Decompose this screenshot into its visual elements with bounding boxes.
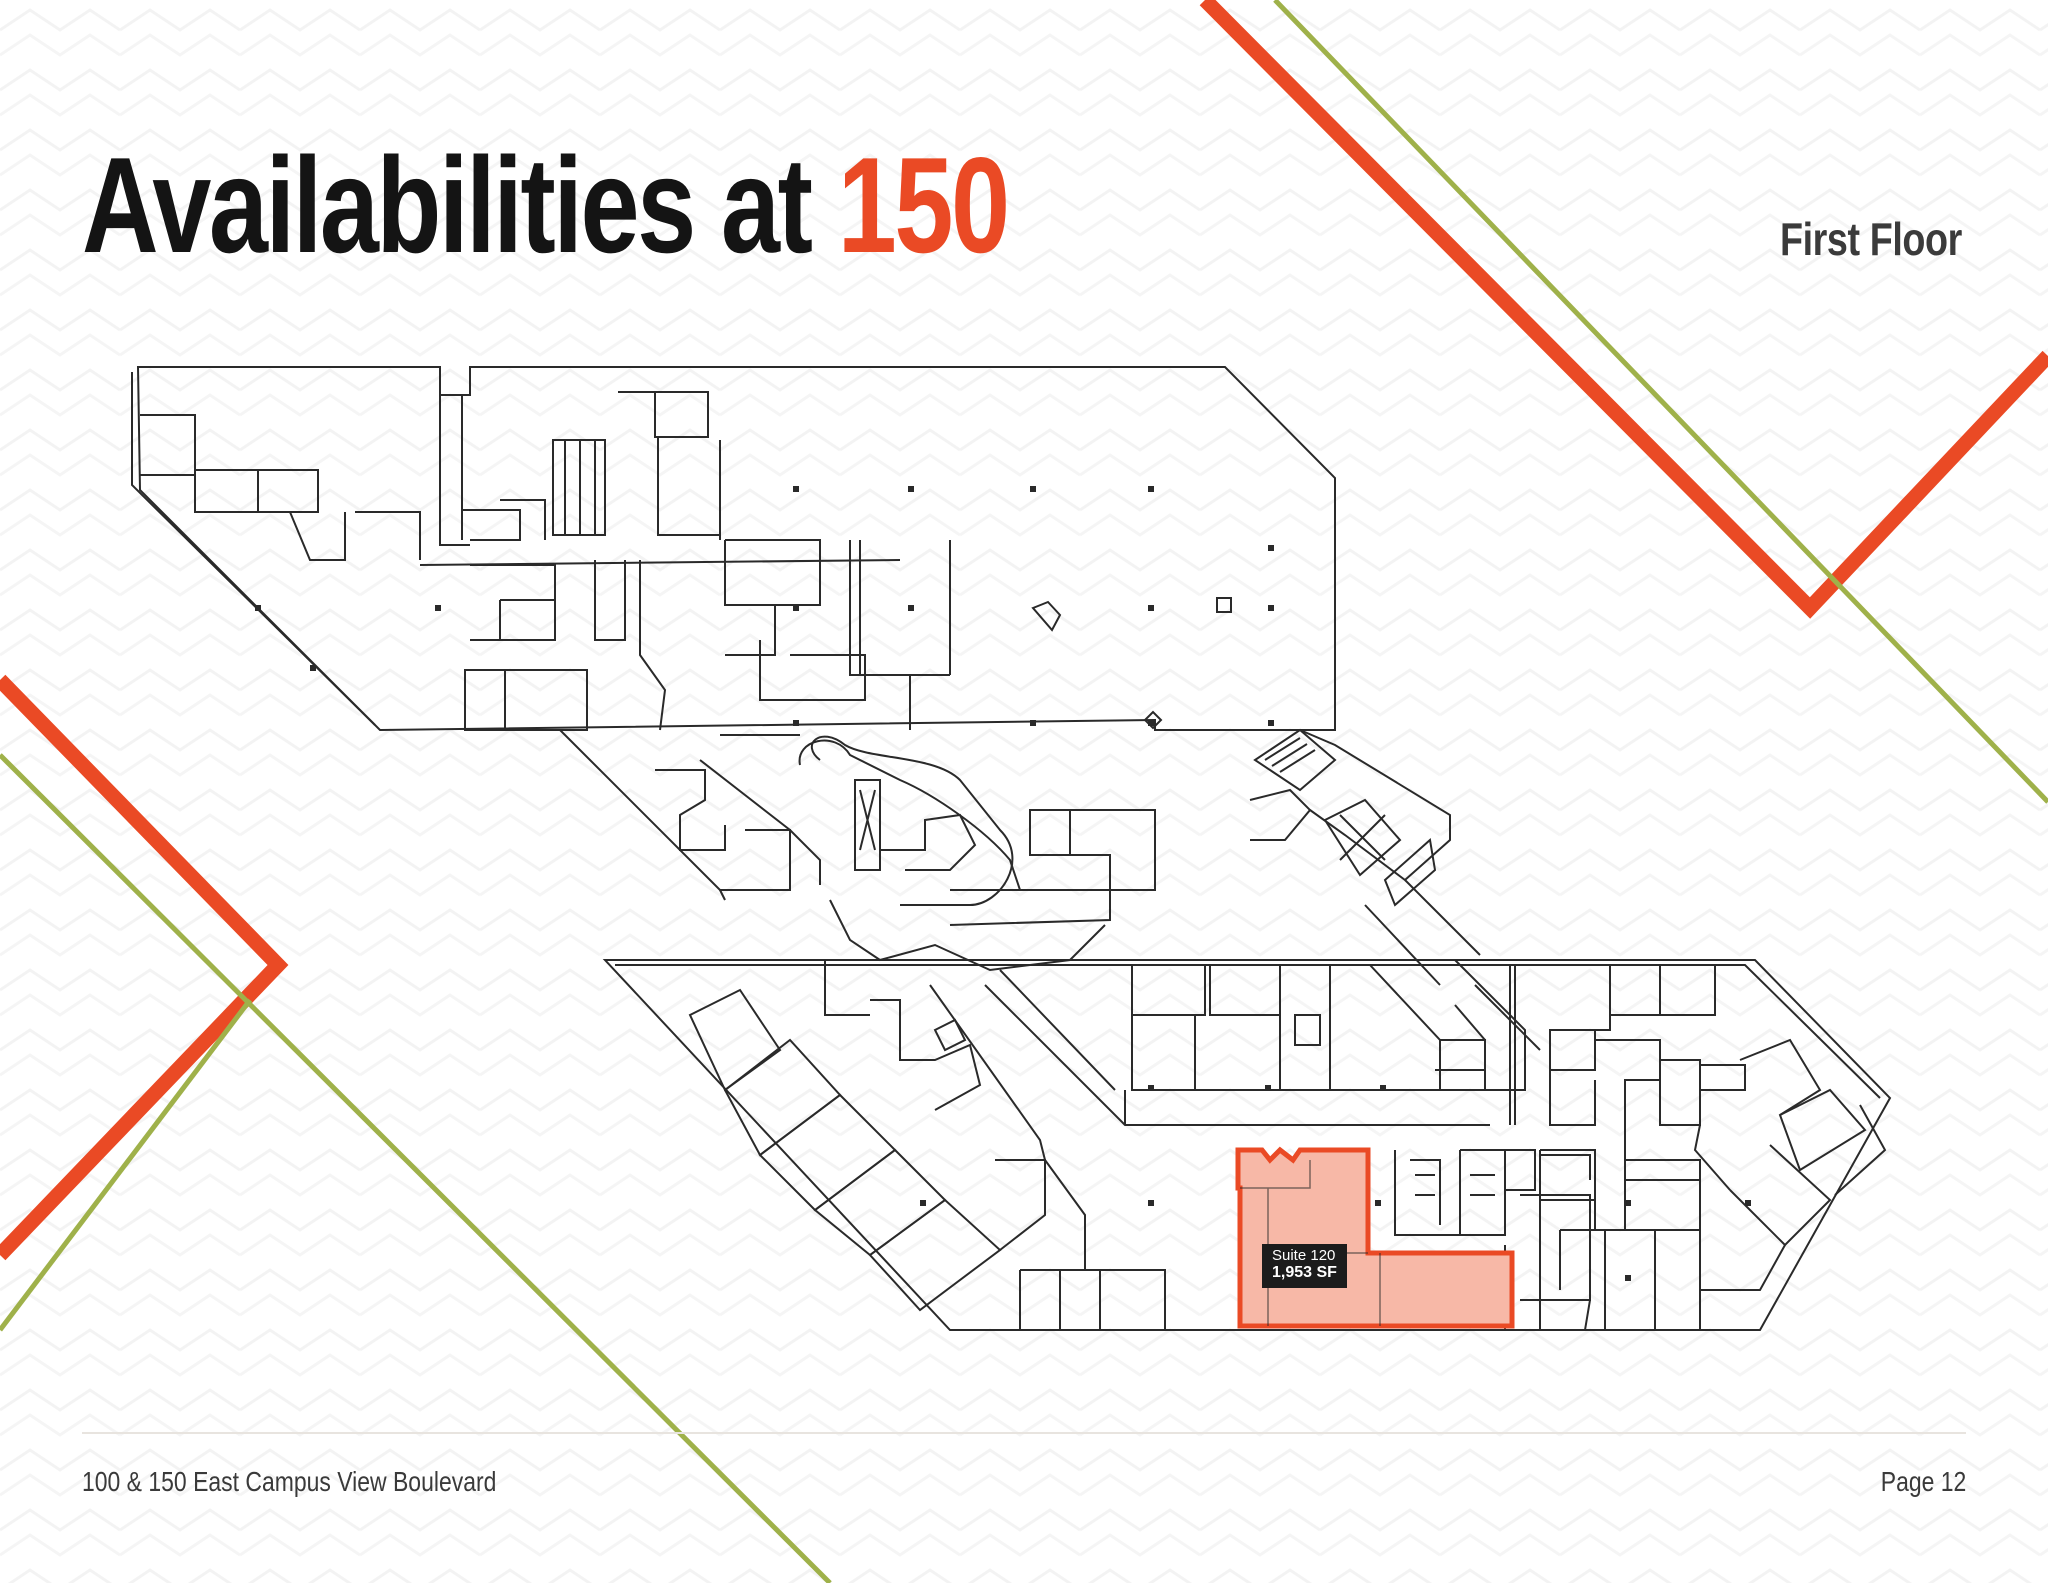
footer-address: 100 & 150 East Campus View Boulevard bbox=[82, 1466, 497, 1497]
plan-wing-upper-left bbox=[136, 366, 1336, 732]
title-building-number: 150 bbox=[837, 129, 1010, 281]
footer-divider bbox=[82, 1432, 1966, 1434]
suite-label: Suite 120 1,953 SF bbox=[1262, 1244, 1347, 1288]
page-title: Availabilities at 150 bbox=[82, 125, 1010, 285]
title-text: Availabilities at bbox=[82, 129, 838, 281]
page-number: Page 12 bbox=[1880, 1466, 1966, 1497]
suite-name: Suite 120 bbox=[1272, 1247, 1336, 1264]
suite-120-area bbox=[1235, 1146, 1515, 1329]
plan-wing-lower bbox=[602, 959, 1892, 1331]
floor-label: First Floor bbox=[1779, 213, 1962, 265]
suite-area: 1,953 SF bbox=[1272, 1264, 1337, 1282]
